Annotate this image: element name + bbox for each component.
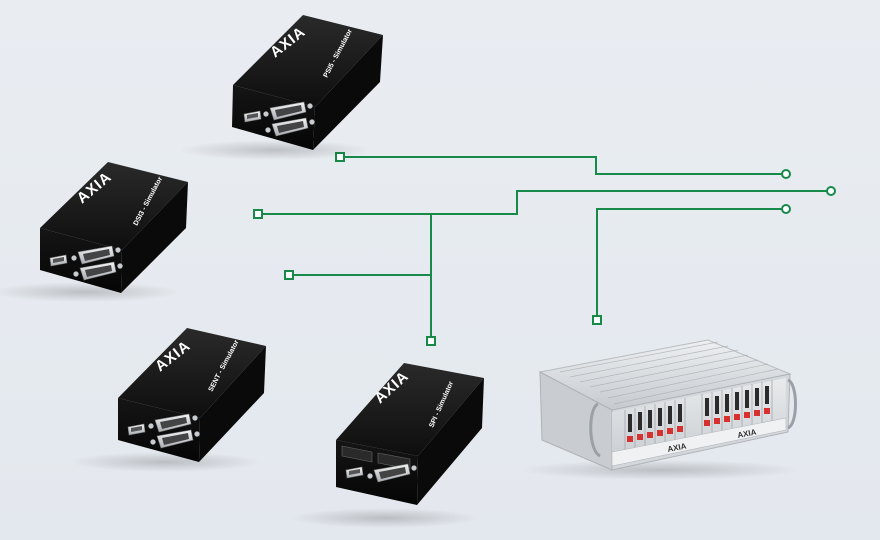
- terminal-sent: [284, 270, 294, 280]
- rack-red-connectors: [627, 408, 770, 442]
- wire-rack: [596, 208, 786, 320]
- terminal-out-1: [781, 169, 791, 179]
- rack-card-connectors: [628, 386, 769, 432]
- terminal-out-3: [781, 204, 791, 214]
- device-sent: AXIA SENT - Simulator: [70, 328, 266, 472]
- device-spi: AXIA SPI - Simulator: [290, 363, 484, 528]
- rack-logo: AXIA: [667, 441, 688, 454]
- device-psi5: AXIA PSI5 - Simulator: [180, 15, 383, 160]
- terminal-out-2: [826, 186, 836, 196]
- terminal-dsi3: [253, 209, 263, 219]
- rack-logo-2: AXIA: [737, 427, 758, 440]
- rack-handle-right: [787, 378, 797, 430]
- terminal-spi: [426, 336, 436, 346]
- wire-dsi3: [258, 190, 831, 215]
- round-terminals: [781, 169, 836, 214]
- wiring: [258, 156, 831, 341]
- rack-system: AXIA AXIA: [520, 339, 800, 480]
- rack-slots: [624, 380, 773, 455]
- device-dsi3: AXIA DSI3 - Simulator: [0, 162, 188, 302]
- wire-psi5: [340, 156, 786, 175]
- square-terminals: [253, 152, 602, 346]
- rack-handle-left: [589, 402, 601, 458]
- terminal-rack: [592, 315, 602, 325]
